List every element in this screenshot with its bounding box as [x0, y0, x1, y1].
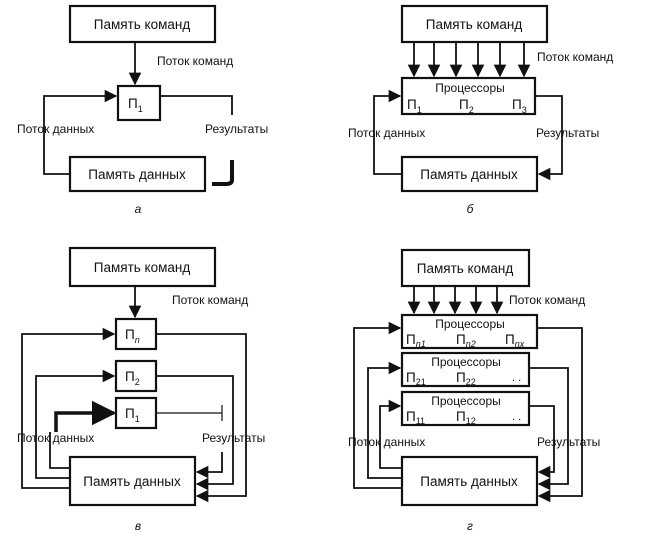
processor-p12-g: П12	[456, 409, 476, 426]
processor-pn2-g: Пn2	[456, 332, 476, 349]
caption-a: а	[135, 202, 142, 216]
data-memory-label-b: Память данных	[420, 167, 518, 182]
results-line-g-2	[529, 367, 569, 491]
processors-box-g-1	[400, 390, 531, 427]
processor-p2-b: П2	[459, 97, 474, 115]
results-line-g-1	[529, 405, 555, 479]
processor-p1-label-v: П1	[125, 406, 140, 424]
data-memory-label-v: Память данных	[83, 474, 181, 489]
processor-p1-box-a	[116, 84, 162, 122]
panel-g: Память команд Поток команд Процессоры Пn…	[348, 248, 600, 533]
panel-v: Память команд Поток команд Пn П2 П1 Пото…	[17, 246, 265, 533]
results-line-v-1b	[195, 452, 223, 479]
processors-label-g-n: Процессоры	[435, 317, 505, 331]
processor-ellipsis-g-1: . .	[512, 411, 521, 423]
caption-v: в	[135, 519, 141, 533]
caption-g: г	[467, 519, 473, 533]
data-stream-line-g-n	[353, 321, 402, 489]
data-stream-line-v-n	[21, 327, 116, 489]
instr-memory-label-g: Память команд	[417, 261, 514, 276]
processors-label-b: Процессоры	[435, 81, 505, 95]
results-label-a: Результаты	[205, 122, 268, 136]
data-stream-line-a	[43, 89, 118, 175]
data-stream-label-a: Поток данных	[17, 122, 94, 136]
results-label-v: Результаты	[202, 431, 265, 445]
instr-stream-label-b: Поток команд	[537, 50, 613, 64]
instr-memory-box-v	[68, 246, 217, 288]
data-memory-box-b	[400, 155, 539, 193]
processor-p2-label-v: П2	[125, 369, 140, 387]
processor-pn1-g: Пn1	[406, 332, 426, 349]
processor-pn-label-v: Пn	[125, 327, 140, 345]
data-memory-box-g	[400, 455, 539, 507]
instr-stream-label-a: Поток команд	[157, 54, 233, 68]
instr-memory-box-a	[68, 4, 217, 44]
processor-p2-box-v	[114, 359, 158, 393]
processor-pnx-g: Пnx	[505, 332, 525, 349]
instr-memory-box-g	[400, 248, 531, 288]
processors-label-g-1: Процессоры	[431, 394, 501, 408]
caption-b: б	[467, 202, 475, 216]
data-stream-line-b	[373, 89, 402, 175]
processor-p1-label-a: П1	[128, 96, 143, 114]
data-stream-label-b: Поток данных	[348, 126, 425, 140]
processors-box-g-n	[400, 313, 539, 350]
results-line-g-n	[537, 327, 583, 503]
results-label-g: Результаты	[537, 435, 600, 449]
data-stream-label-v: Поток данных	[17, 431, 94, 445]
data-stream-line-v-1b	[54, 400, 117, 432]
processor-p1-b: П1	[407, 97, 422, 115]
data-stream-line-g-1	[379, 399, 402, 469]
data-memory-box-a	[68, 155, 207, 193]
instr-stream-label-g: Поток команд	[509, 293, 585, 307]
results-line-v-n	[156, 333, 247, 503]
processor-p11-g: П11	[406, 409, 425, 426]
instr-memory-label-v: Память команд	[94, 260, 191, 275]
processor-p22-g: П22	[456, 370, 476, 387]
data-stream-line-v-2	[35, 369, 116, 479]
results-line-a	[160, 95, 233, 115]
data-stream-line-v-1a	[49, 432, 70, 469]
results-return-hook-a	[212, 160, 234, 186]
processor-ellipsis-g-2: . .	[512, 372, 521, 384]
processor-p21-g: П21	[406, 370, 426, 387]
instr-memory-label-b: Память команд	[426, 17, 523, 32]
results-label-b: Результаты	[536, 126, 599, 140]
processors-box-b	[400, 76, 537, 116]
data-stream-label-g: Поток данных	[348, 435, 425, 449]
panel-a: Память команд Поток команд П1 Поток данн…	[17, 4, 268, 216]
processors-box-g-2	[400, 351, 531, 388]
results-line-b	[535, 95, 563, 181]
panel-b: Память команд Поток команд Процессоры П1…	[348, 4, 613, 216]
processors-label-g-2: Процессоры	[431, 355, 501, 369]
data-memory-box-v	[68, 455, 197, 507]
instr-memory-box-b	[400, 4, 549, 44]
data-memory-label-a: Память данных	[88, 167, 186, 182]
processor-p3-b: П3	[512, 97, 527, 115]
instr-memory-label-a: Память команд	[94, 17, 191, 32]
processor-p1-box-v	[114, 396, 158, 430]
data-memory-label-g: Память данных	[420, 474, 518, 489]
instr-stream-label-v: Поток команд	[172, 293, 248, 307]
results-line-v-2	[156, 375, 234, 491]
data-stream-line-g-2	[367, 361, 402, 479]
